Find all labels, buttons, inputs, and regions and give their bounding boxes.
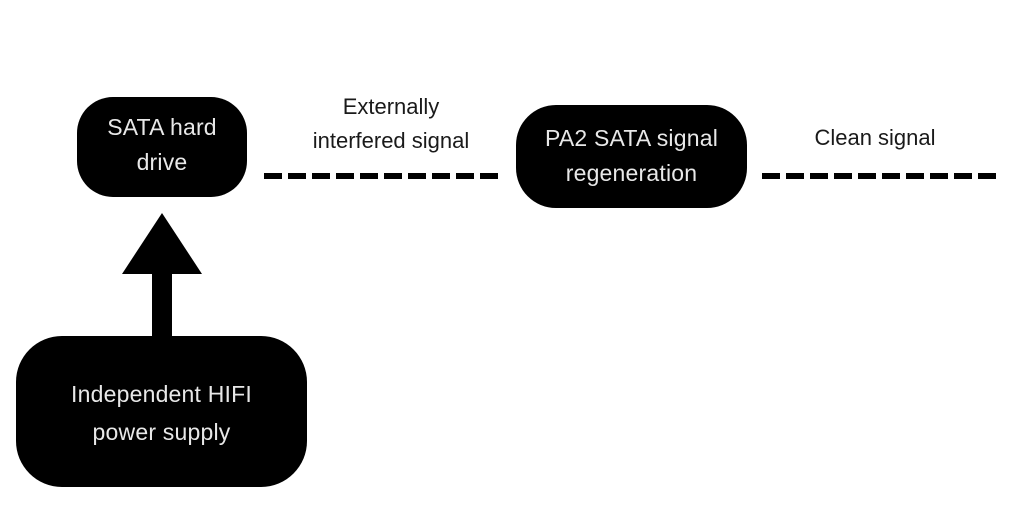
power-node-line1: Independent HIFI [71, 380, 252, 407]
sata-node-line1: SATA hard [107, 114, 217, 140]
pa2-node-line1: PA2 SATA signal [544, 124, 719, 151]
clean-signal-label: Clean signal [785, 121, 965, 155]
interfered-signal-label: Externally interfered signal [286, 90, 496, 158]
power-node-line2: power supply [92, 418, 231, 445]
pa2-node-line2: regeneration [565, 159, 698, 186]
power-arrow-shaft [152, 270, 172, 340]
power-arrow-head [122, 213, 202, 274]
power-supply-node: Independent HIFI power supply [16, 336, 307, 487]
pa2-regeneration-node: PA2 SATA signal regeneration [516, 105, 747, 208]
sata-hard-drive-node: SATA hard drive [77, 97, 247, 197]
interfered-label-line1: Externally [342, 94, 440, 119]
clean-label-line1: Clean signal [814, 125, 936, 150]
interfered-label-line2: interfered signal [312, 128, 470, 153]
sata-node-line2: drive [136, 149, 188, 175]
